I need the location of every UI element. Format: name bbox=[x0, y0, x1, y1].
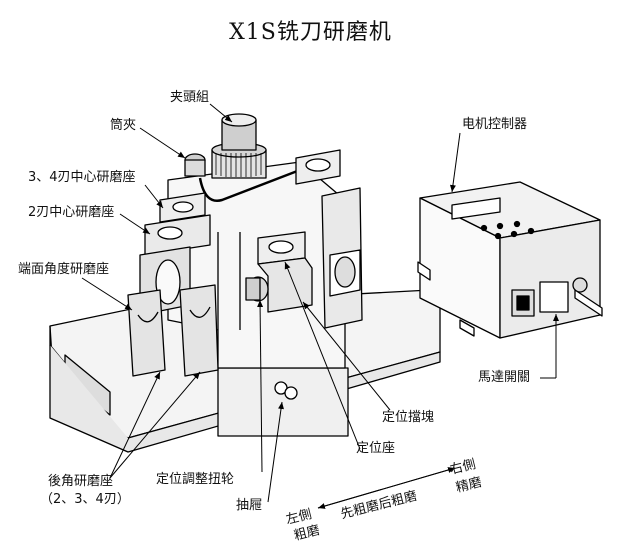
diagram-title: X1S铣刀研磨机 bbox=[229, 20, 392, 45]
label-chuck-group: 夹頭組 bbox=[170, 90, 210, 105]
controller-side bbox=[499, 219, 601, 339]
label-motor-switch: 馬達開關 bbox=[478, 370, 531, 385]
label-adjust-knob: 定位調整扭轮 bbox=[156, 472, 235, 487]
label-collet: 筒夾 bbox=[110, 118, 137, 133]
fuse-holder bbox=[572, 277, 588, 293]
drawer-knob-2 bbox=[284, 386, 298, 400]
label-locating-seat: 定位座 bbox=[356, 441, 396, 456]
motor-switch-button bbox=[539, 281, 569, 313]
label-locating-block: 定位擋塊 bbox=[382, 410, 435, 425]
back-angle-block-2 bbox=[179, 284, 219, 377]
label-seat-34: 3、4刃中心研磨座 bbox=[28, 170, 136, 185]
back-angle-block-1 bbox=[127, 289, 166, 377]
drawer-body bbox=[217, 367, 349, 437]
label-back-angle-sub: （2、3、4刃） bbox=[40, 492, 130, 507]
label-back-angle-seat: 後角研磨座 bbox=[48, 474, 114, 489]
label-drawer: 抽屜 bbox=[236, 498, 263, 513]
label-seat-2: 2刃中心研磨座 bbox=[28, 205, 115, 220]
label-controller: 电机控制器 bbox=[462, 117, 528, 132]
label-end-face-seat: 端面角度研磨座 bbox=[18, 262, 110, 277]
